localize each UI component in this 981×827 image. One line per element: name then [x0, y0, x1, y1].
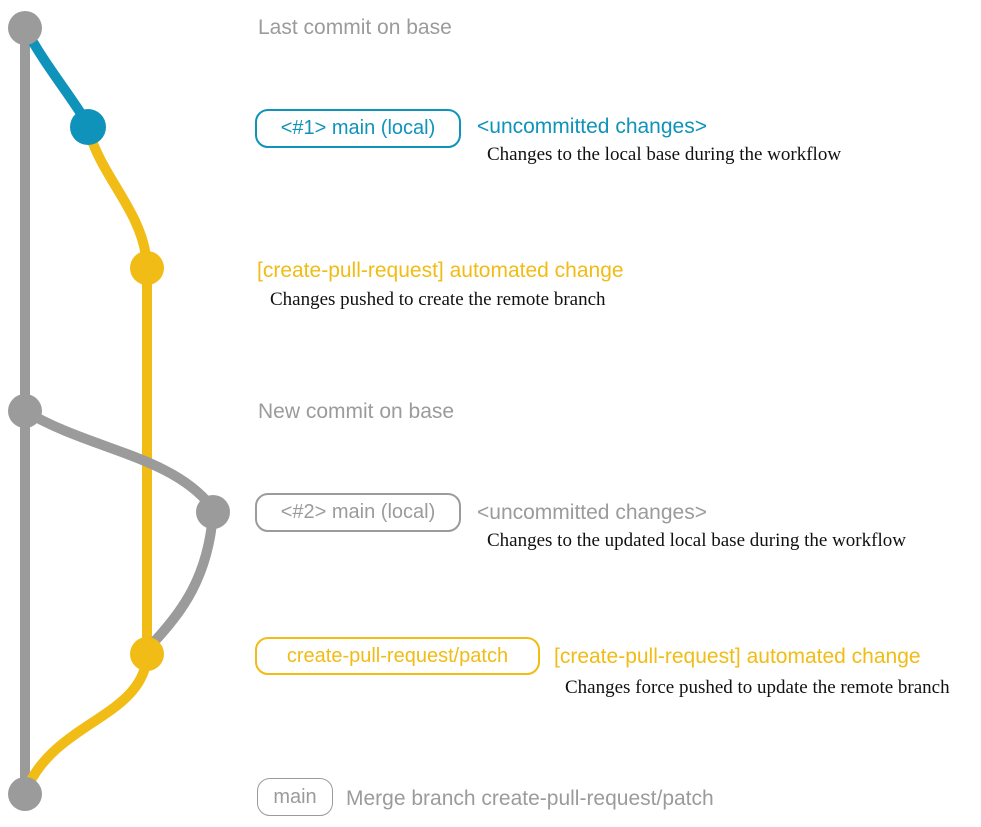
commit-label-new-base: New commit on base: [258, 400, 455, 423]
commit-dot-merge: [8, 777, 42, 811]
commit-title-automated-1: [create-pull-request] automated change: [257, 259, 624, 282]
commit-title-uncommitted-2: <uncommitted changes>: [477, 501, 707, 524]
main-local-reset-curve: [148, 509, 218, 648]
commit-dot-automated-1: [130, 251, 164, 285]
patch-merge-curve-bottom: [23, 653, 152, 791]
main-local-branch-curve-2: [20, 406, 216, 511]
branch-badge-main: main: [257, 778, 333, 816]
branch-badge-patch: create-pull-request/patch: [255, 637, 540, 675]
commit-dot-main-local-1: [70, 109, 106, 145]
main-local-branch-curve-1: [20, 23, 92, 128]
commit-dot-main-local-2: [196, 495, 230, 529]
commit-description-4: Changes force pushed to update the remot…: [565, 677, 950, 698]
commit-description-3: Changes to the updated local base during…: [487, 530, 906, 551]
commit-label-last-base: Last commit on base: [258, 16, 452, 39]
commit-title-automated-2: [create-pull-request] automated change: [554, 645, 921, 668]
commit-description-2: Changes pushed to create the remote bran…: [270, 289, 606, 310]
branch-badge-main-local-1: <#1> main (local): [255, 109, 461, 148]
branch-badge-main-local-2: <#2> main (local): [255, 493, 461, 532]
commit-dot-new-base: [8, 394, 42, 428]
commit-title-merge: Merge branch create-pull-request/patch: [346, 787, 714, 810]
commit-description-1: Changes to the local base during the wor…: [487, 144, 842, 165]
patch-branch-curve-top: [83, 123, 152, 273]
commit-dot-last-base: [8, 11, 42, 45]
commit-dot-automated-2: [130, 637, 164, 671]
commit-title-uncommitted-1: <uncommitted changes>: [477, 115, 707, 138]
